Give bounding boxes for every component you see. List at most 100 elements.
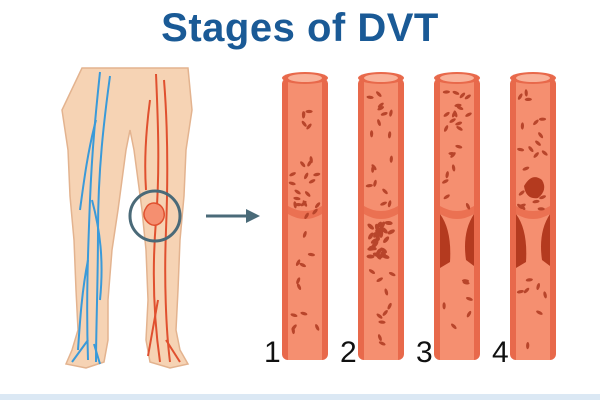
vessel-opening <box>288 74 322 82</box>
vessel-opening <box>516 74 550 82</box>
blood-cell <box>377 119 381 127</box>
stage-number-2: 2 <box>340 336 357 369</box>
stage-number-4: 4 <box>492 336 509 369</box>
blood-cell <box>539 195 547 200</box>
legs-silhouette <box>61 67 193 369</box>
clustered-cell <box>367 223 374 230</box>
wall-clot-right <box>541 214 550 266</box>
blood-cell <box>455 121 463 126</box>
blood-cell <box>289 172 296 177</box>
blood-cell <box>295 259 301 266</box>
blood-cell <box>312 208 318 215</box>
vessel-stage-2: 2 <box>340 72 404 369</box>
blood-cell <box>538 132 544 139</box>
blood-cell <box>389 155 393 163</box>
blood-cell <box>442 302 446 310</box>
clustered-cell <box>379 229 384 238</box>
blood-cell <box>516 289 524 294</box>
blood-cell <box>378 320 386 324</box>
wall-clot-left <box>516 214 527 268</box>
blood-cell <box>451 164 456 172</box>
blood-cell <box>537 207 545 211</box>
blood-cell <box>307 252 315 257</box>
clustered-cell <box>379 221 386 229</box>
clustered-cell <box>373 232 382 237</box>
blood-cell <box>451 323 457 330</box>
stage-number-1: 1 <box>264 336 281 369</box>
blood-cell <box>533 119 539 126</box>
blood-cell <box>366 95 374 99</box>
blood-cell <box>380 201 387 206</box>
blood-cell <box>466 310 472 318</box>
blood-cell <box>524 89 528 97</box>
blood-cell <box>309 156 313 164</box>
blood-cell <box>300 161 306 168</box>
clustered-cell <box>373 239 379 247</box>
clustered-cell <box>387 229 395 235</box>
clustered-cell <box>368 232 374 240</box>
clustered-cell <box>384 220 393 226</box>
clustered-cell <box>374 223 380 232</box>
clustered-cell <box>381 254 390 259</box>
blood-cell <box>456 126 463 131</box>
blood-cell <box>465 202 471 210</box>
blood-cell <box>462 281 470 285</box>
blood-cell <box>442 179 449 184</box>
vessel-opening <box>440 74 474 82</box>
legs-anatomy-illustration <box>61 67 193 369</box>
blood-cell <box>304 172 309 180</box>
blood-cell <box>454 103 462 108</box>
bottom-rule <box>0 394 600 400</box>
blood-cell <box>520 122 525 130</box>
blood-cell <box>528 146 534 153</box>
blood-cell <box>389 109 393 117</box>
blood-cell <box>543 291 547 299</box>
blood-cell <box>293 196 301 201</box>
blood-cell <box>377 334 382 342</box>
blood-cell <box>368 269 376 275</box>
blood-cell <box>377 102 384 108</box>
blood-cell <box>299 262 307 268</box>
blood-cell <box>300 311 308 316</box>
blood-cell <box>388 271 396 277</box>
blood-cell <box>453 110 458 118</box>
vessel-opening <box>364 74 398 82</box>
blood-cell <box>305 109 313 114</box>
clustered-cell <box>370 238 378 244</box>
blood-cell <box>315 324 320 331</box>
blood-cell <box>370 130 374 138</box>
blood-cell <box>464 94 471 100</box>
clustered-cell <box>369 245 377 251</box>
blood-cell <box>373 179 377 187</box>
blood-cell <box>387 200 392 208</box>
page-title: Stages of DVT <box>161 6 439 50</box>
blood-cell <box>301 111 306 119</box>
blood-cell <box>445 171 449 179</box>
blood-cell <box>376 313 383 319</box>
vein-valve <box>516 206 550 219</box>
blood-cell <box>376 91 382 97</box>
vessel-stage-1: 1 <box>264 72 328 369</box>
blood-cell <box>524 97 532 102</box>
blood-cell <box>378 341 386 346</box>
blood-cell <box>300 200 307 207</box>
vessel-stage-3: 3 <box>416 72 480 369</box>
blood-cell <box>291 324 297 331</box>
magnifier-circle <box>128 189 182 243</box>
blood-cell <box>459 92 466 99</box>
blood-cell <box>455 144 463 149</box>
blood-cell <box>377 106 385 111</box>
blood-cell <box>387 302 392 310</box>
blood-cell <box>465 112 472 117</box>
blood-cell <box>532 199 540 204</box>
blood-cell <box>290 313 298 318</box>
blood-cell <box>443 125 449 132</box>
blood-cell <box>525 278 533 282</box>
blood-cell <box>442 90 450 94</box>
blood-cell <box>519 203 526 208</box>
blood-cell <box>533 152 539 158</box>
clustered-cell <box>375 252 382 260</box>
blood-cell <box>536 310 543 315</box>
clustered-cell <box>380 247 388 254</box>
